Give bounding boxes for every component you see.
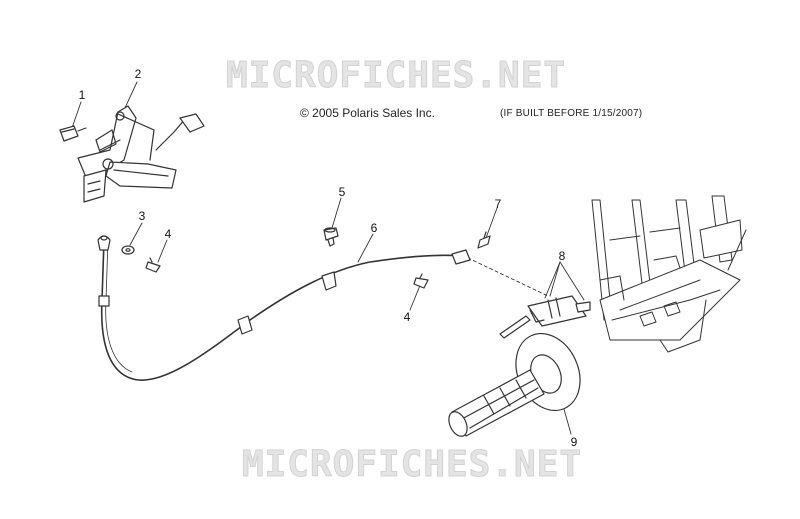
watermark-top: MICROFICHES.NET <box>225 55 567 97</box>
callout-8: 8 <box>558 249 566 263</box>
clip-part-4-lower <box>413 273 429 289</box>
leader-lines <box>71 81 585 435</box>
caliper-bracket-part-8 <box>499 295 591 339</box>
callout-5: 5 <box>338 185 346 199</box>
callout-7: 7 <box>494 197 502 211</box>
brake-pedal-assembly-part-2 <box>77 105 205 203</box>
callout-9: 9 <box>570 435 578 449</box>
build-date-note: (IF BUILT BEFORE 1/15/2007) <box>500 108 643 119</box>
pin-part-7 <box>477 231 491 249</box>
callout-2: 2 <box>134 67 142 81</box>
washer-part-3 <box>121 245 135 255</box>
vehicle-frame <box>591 195 747 353</box>
callout-6: 6 <box>370 221 378 235</box>
clip-part-4-upper <box>145 257 161 273</box>
copyright-text: © 2005 Polaris Sales Inc. <box>300 106 435 120</box>
brake-disc-part-9 <box>448 332 581 437</box>
callout-4-lower: 4 <box>403 310 411 324</box>
push-clip-part-5 <box>323 227 339 247</box>
brake-cable-part-6 <box>97 235 471 381</box>
watermark-bottom: MICROFICHES.NET <box>241 444 583 486</box>
callout-4-upper: 4 <box>164 227 172 241</box>
callout-1: 1 <box>78 88 86 102</box>
bolt-part-1 <box>59 125 87 142</box>
callout-3: 3 <box>138 209 146 223</box>
